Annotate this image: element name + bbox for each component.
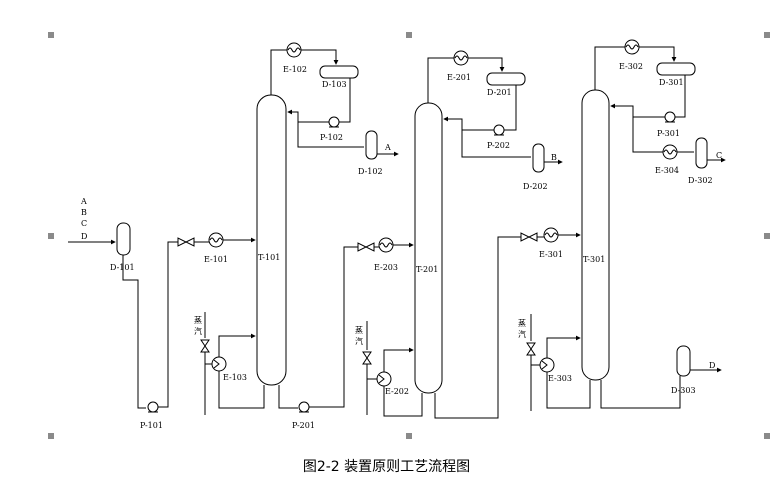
valve-steam-2 — [362, 351, 372, 359]
tank-d102 — [365, 130, 378, 160]
feed-label-b: B — [81, 208, 87, 217]
feed-label-a: A — [80, 197, 87, 206]
steam-label-1b: 汽 — [194, 326, 202, 336]
product-label-d: D — [709, 361, 715, 370]
drum-d301 — [656, 62, 696, 76]
product-label-a: A — [384, 143, 391, 152]
label-e102: E-102 — [283, 65, 307, 74]
exchanger-e203 — [378, 237, 394, 253]
label-p102: P-102 — [320, 133, 343, 142]
line-d101-p101 — [122, 255, 146, 409]
valve-feed1 — [177, 237, 188, 247]
product-label-c: C — [716, 151, 722, 160]
tank-d202 — [532, 143, 545, 173]
feed-label-c: C — [81, 219, 87, 228]
label-e101: E-101 — [204, 255, 228, 264]
label-e301: E-301 — [539, 250, 563, 259]
label-p201: P-201 — [292, 421, 315, 430]
exchanger-e301 — [543, 227, 559, 243]
exchanger-e101 — [208, 232, 224, 248]
label-d201: D-201 — [487, 88, 512, 97]
label-d103: D-103 — [322, 80, 347, 89]
pump-p101 — [147, 401, 159, 413]
label-e303: E-303 — [548, 374, 572, 383]
pump-p202 — [493, 124, 505, 136]
column-t101 — [256, 94, 287, 386]
condenser-e201 — [453, 50, 469, 66]
pump-p102 — [328, 116, 340, 128]
label-e203: E-203 — [374, 263, 398, 272]
line-t201-overhead — [427, 57, 455, 103]
label-e202: E-202 — [385, 387, 409, 396]
pump-p301 — [664, 111, 676, 123]
vessel-d101 — [116, 222, 131, 256]
label-e304: E-304 — [655, 166, 679, 175]
tank-d302 — [695, 137, 708, 169]
label-d303: D-303 — [671, 386, 696, 395]
valve-steam-3 — [526, 342, 536, 350]
line-t101-overhead — [270, 49, 290, 95]
label-e302: E-302 — [619, 62, 643, 71]
selection-handles[interactable] — [48, 32, 770, 439]
tank-d303 — [676, 345, 691, 377]
product-label-b: B — [551, 153, 557, 162]
cooler-e304 — [662, 144, 678, 160]
line-t301-overhead — [594, 46, 626, 90]
label-d202: D-202 — [523, 182, 548, 191]
condenser-e102 — [286, 42, 302, 58]
steam-label-2b: 汽 — [355, 336, 363, 346]
valve-feed2 — [357, 242, 368, 252]
steam-label-1a: 蒸 — [194, 315, 202, 325]
label-e103: E-103 — [223, 373, 247, 382]
label-d301: D-301 — [659, 78, 684, 87]
drum-d201 — [486, 72, 526, 86]
steam-label-2a: 蒸 — [355, 325, 363, 335]
label-d302: D-302 — [688, 176, 713, 185]
label-p101: P-101 — [140, 421, 163, 430]
steam-label-3a: 蒸 — [518, 318, 526, 328]
label-t301: T-301 — [583, 255, 605, 264]
column-t201 — [414, 102, 443, 394]
valve-feed3 — [520, 232, 531, 242]
valve-steam-1 — [200, 339, 210, 347]
label-p301: P-301 — [657, 129, 680, 138]
pump-p201 — [298, 401, 310, 413]
label-t101: T-101 — [258, 253, 280, 262]
drum-d103 — [319, 65, 359, 79]
label-d102: D-102 — [358, 167, 383, 176]
figure-caption: 图2-2 装置原则工艺流程图 — [302, 459, 471, 475]
line-p101-e101 — [158, 241, 178, 408]
feed-labels: A B C D — [80, 197, 87, 241]
column-t301 — [581, 89, 610, 381]
feed-label-d: D — [81, 232, 87, 241]
label-e201: E-201 — [447, 73, 471, 82]
condenser-e302 — [624, 39, 640, 55]
label-t201: T-201 — [416, 265, 438, 274]
steam-label-3b: 汽 — [518, 329, 526, 339]
label-p202: P-202 — [487, 141, 510, 150]
label-d101: D-101 — [110, 263, 135, 272]
